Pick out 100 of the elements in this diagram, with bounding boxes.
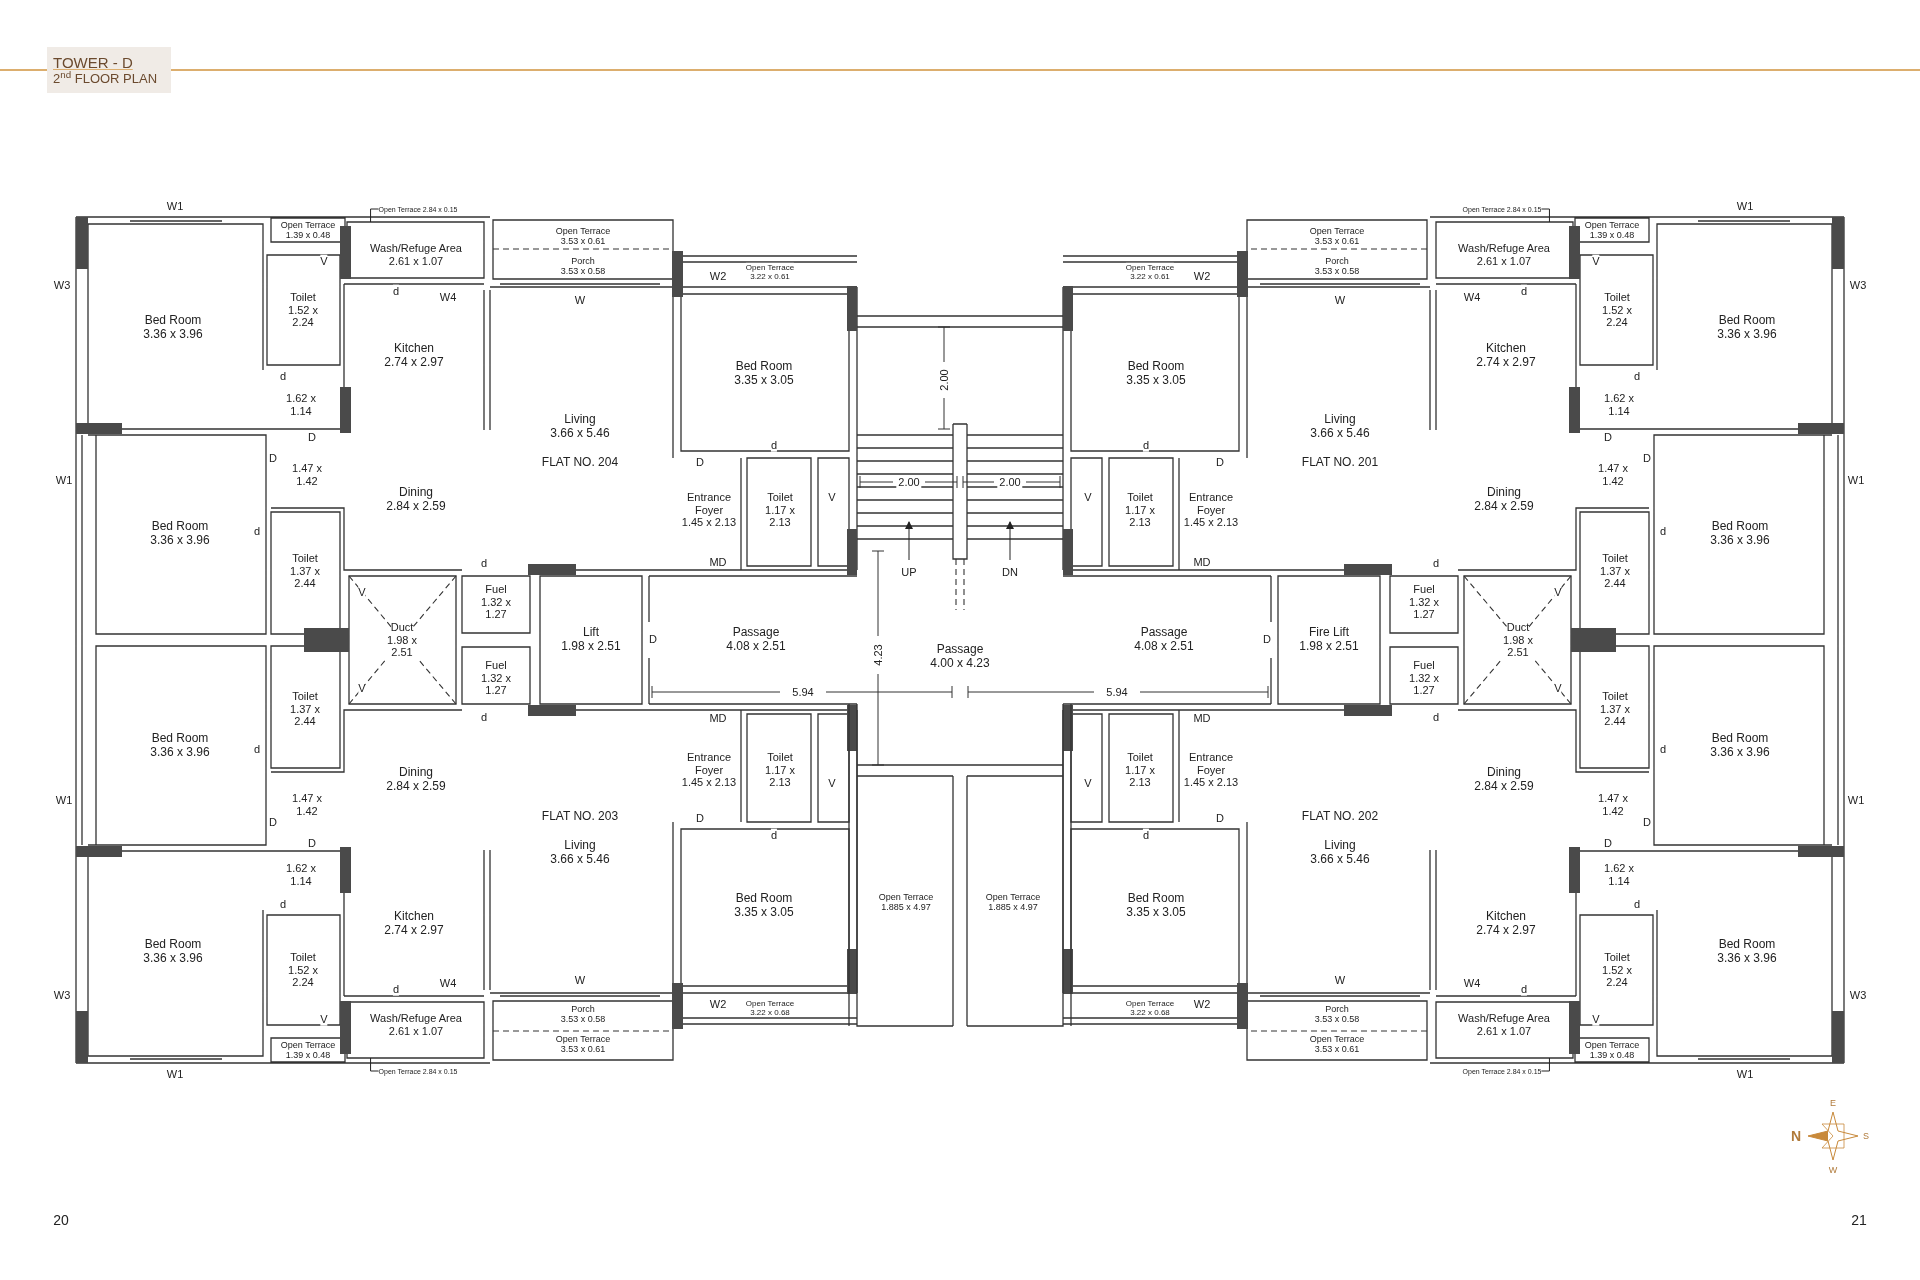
plan-mark: V (320, 1012, 328, 1026)
plan-mark: W2 (1193, 997, 1211, 1011)
room-size: 3.53 x 0.58 (1314, 266, 1360, 277)
room-name: Dining (1487, 486, 1521, 500)
room-size: 1.45 x 2.13 (681, 776, 737, 789)
room-name: Toilet (1127, 491, 1153, 504)
plan-mark: V (1592, 254, 1600, 268)
plan-subtitle: 2$^{nd}$ FLOOR PLAN (53, 72, 159, 85)
plan-mark: W3 (53, 988, 71, 1002)
plan-mark: d (1659, 524, 1667, 538)
room-name: Open Terrace (745, 998, 795, 1008)
plan-mark: W4 (439, 976, 457, 990)
plan-mark: d (392, 982, 400, 996)
dimension-text: 2.00 (896, 475, 922, 489)
plan-mark: W1 (55, 473, 73, 487)
plan-mark: MD (709, 555, 727, 569)
plan-mark: W1 (1736, 1067, 1754, 1081)
room-name: Open Terrace (1125, 262, 1175, 272)
plan-mark: D (1263, 632, 1271, 646)
room-name: Porch (1325, 255, 1349, 266)
plan-mark: d (1142, 438, 1150, 452)
plan-mark: W2 (709, 269, 727, 283)
plan-mark: W4 (1463, 976, 1481, 990)
room-name: Fuel (485, 659, 507, 672)
plan-mark: D (308, 836, 316, 850)
room-name: Open Terrace (1584, 219, 1640, 230)
plan-mark: V (358, 585, 366, 599)
room-name: Dining (399, 486, 433, 500)
room-name: Duct (390, 621, 414, 634)
room-size: 2.61 x 1.07 (388, 255, 444, 268)
room-size: 3.53 x 0.61 (560, 1044, 606, 1055)
plan-mark: W4 (1463, 290, 1481, 304)
room-name: Toilet (292, 552, 318, 565)
plan-mark: d (1432, 556, 1440, 570)
plan-mark: W (574, 973, 586, 987)
room-name: Passage (732, 626, 780, 640)
room-name: Porch (571, 1003, 595, 1014)
plan-mark: W3 (53, 278, 71, 292)
room-name: Open Terrace (1309, 225, 1365, 236)
room-name: Living (564, 839, 596, 853)
room-name: Duct (1506, 621, 1530, 634)
plan-mark: d (1520, 284, 1528, 298)
plan-mark: d (1633, 897, 1641, 911)
plan-mark: W2 (709, 997, 727, 1011)
room-name: Fuel (485, 583, 507, 596)
room-size: 2.61 x 1.07 (1476, 255, 1532, 268)
room-size: 3.53 x 0.61 (1314, 1044, 1360, 1055)
room-name: Toilet (1127, 751, 1153, 764)
plan-mark: W1 (55, 793, 73, 807)
plan-mark: W1 (1736, 199, 1754, 213)
plan-mark: d (392, 284, 400, 298)
plan-mark: d (279, 369, 287, 383)
plan-mark: d (770, 438, 778, 452)
plan-mark: D (308, 430, 316, 444)
room-name: Wash/Refuge Area (1458, 1012, 1550, 1025)
room-name: Dining (399, 766, 433, 780)
plan-mark: V (828, 490, 836, 504)
room-name: Open Terrace (1125, 998, 1175, 1008)
plan-mark: UP (901, 565, 917, 579)
room-size: 3.53 x 0.58 (1314, 1014, 1360, 1025)
room-size: 3.22 x 0.61 (1130, 272, 1170, 282)
room-size: 2.61 x 1.07 (388, 1025, 444, 1038)
plan-mark: D (1604, 836, 1612, 850)
plan-mark: d (253, 524, 261, 538)
room-size: 3.53 x 0.58 (560, 1014, 606, 1025)
compass-letter: E (1830, 1097, 1836, 1109)
room-name: Toilet (290, 951, 316, 964)
room-name: Toilet (290, 291, 316, 304)
dimension-text: 4.23 (871, 642, 885, 668)
plan-mark: D (269, 451, 277, 465)
room-size: 1.39 x 0.48 (285, 230, 331, 241)
plan-mark: D (696, 811, 704, 825)
room-name: Porch (571, 255, 595, 266)
room-name: Toilet (767, 751, 793, 764)
plan-mark: W1 (1847, 793, 1865, 807)
plan-mark: d (279, 897, 287, 911)
room-size: 1.45 x 2.13 (681, 516, 737, 529)
room-size: 3.22 x 0.68 (1130, 1008, 1170, 1018)
room-name: Open Terrace (1584, 1039, 1640, 1050)
plan-mark: d (1142, 828, 1150, 842)
plan-mark: d (480, 556, 488, 570)
room-size: 3.53 x 0.61 (560, 236, 606, 247)
room-size: 3.22 x 0.61 (750, 272, 790, 282)
room-name: Open Terrace (745, 262, 795, 272)
room-size: 1.39 x 0.48 (1589, 230, 1635, 241)
plan-mark: MD (1193, 711, 1211, 725)
plan-mark: D (1643, 815, 1651, 829)
room-name: Passage (1140, 626, 1188, 640)
room-name: Fuel (1413, 659, 1435, 672)
leader-line (1540, 208, 1550, 223)
plan-mark: W2 (1193, 269, 1211, 283)
room-name: Living (1324, 413, 1356, 427)
dimension-text: 2.00 (997, 475, 1023, 489)
room-name: Wash/Refuge Area (1458, 242, 1550, 255)
room-name: Passage (936, 643, 984, 657)
room-name: Toilet (767, 491, 793, 504)
plan-mark: V (1554, 585, 1562, 599)
plan-mark: d (253, 742, 261, 756)
plan-mark: D (1216, 455, 1224, 469)
room-size: 1.39 x 0.48 (285, 1050, 331, 1061)
